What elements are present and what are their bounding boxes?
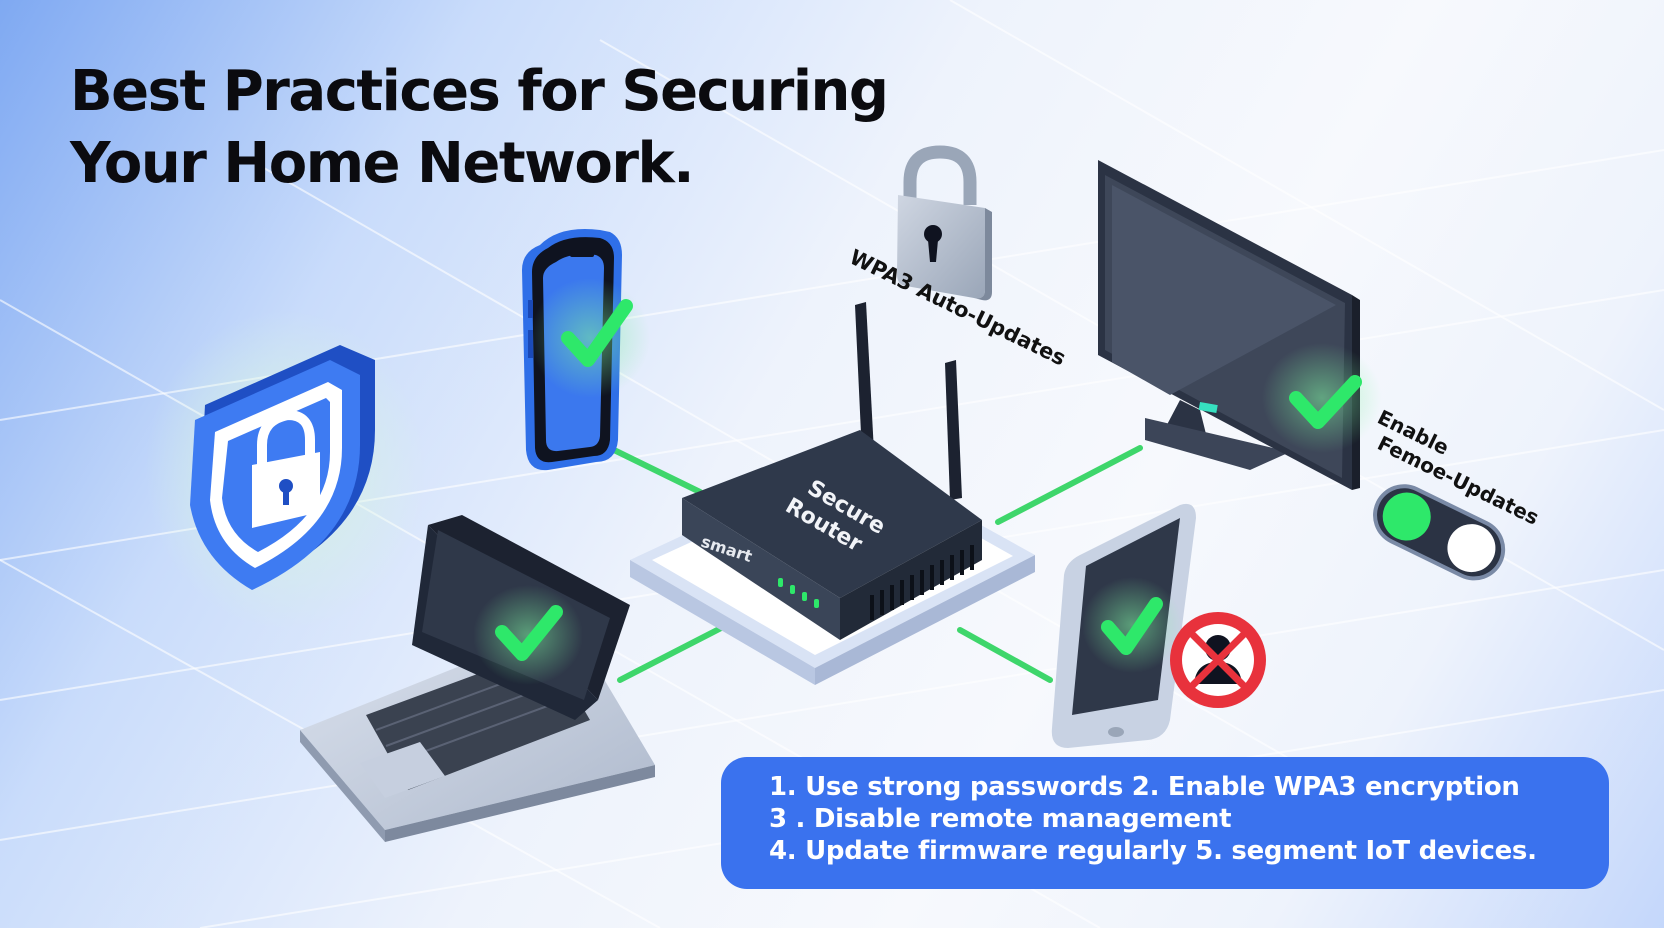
toggle-switch-icon[interactable]	[1363, 474, 1516, 591]
network-links	[609, 445, 1143, 683]
blocked-user-icon	[1170, 612, 1266, 708]
checkmark-icon	[473, 585, 583, 685]
practices-line2: 3 . Disable remote management	[769, 804, 1232, 834]
checkmark-icon	[530, 278, 650, 398]
page-title-line2: Your Home Network.	[70, 131, 695, 196]
practices-line3: 4. Update firmware regularly 5. segment …	[769, 836, 1537, 866]
padlock-icon	[897, 145, 992, 301]
shield-lock-icon	[145, 310, 425, 630]
smartphone	[522, 229, 650, 471]
checkmark-icon	[1262, 343, 1382, 453]
checkmark-icon	[1082, 577, 1182, 673]
router: Secure Router smart	[682, 302, 982, 640]
monitor	[1098, 160, 1382, 490]
tablet	[1051, 503, 1196, 748]
practices-line1: 1. Use strong passwords 2. Enable WPA3 e…	[769, 772, 1520, 802]
practices-box: 1. Use strong passwords 2. Enable WPA3 e…	[721, 757, 1609, 889]
page-title: Best Practices for Securing Your Home Ne…	[70, 56, 889, 200]
router-status-leds	[778, 578, 819, 608]
page-title-line1: Best Practices for Securing	[70, 59, 889, 124]
router-vents	[870, 545, 974, 620]
laptop	[300, 515, 655, 842]
